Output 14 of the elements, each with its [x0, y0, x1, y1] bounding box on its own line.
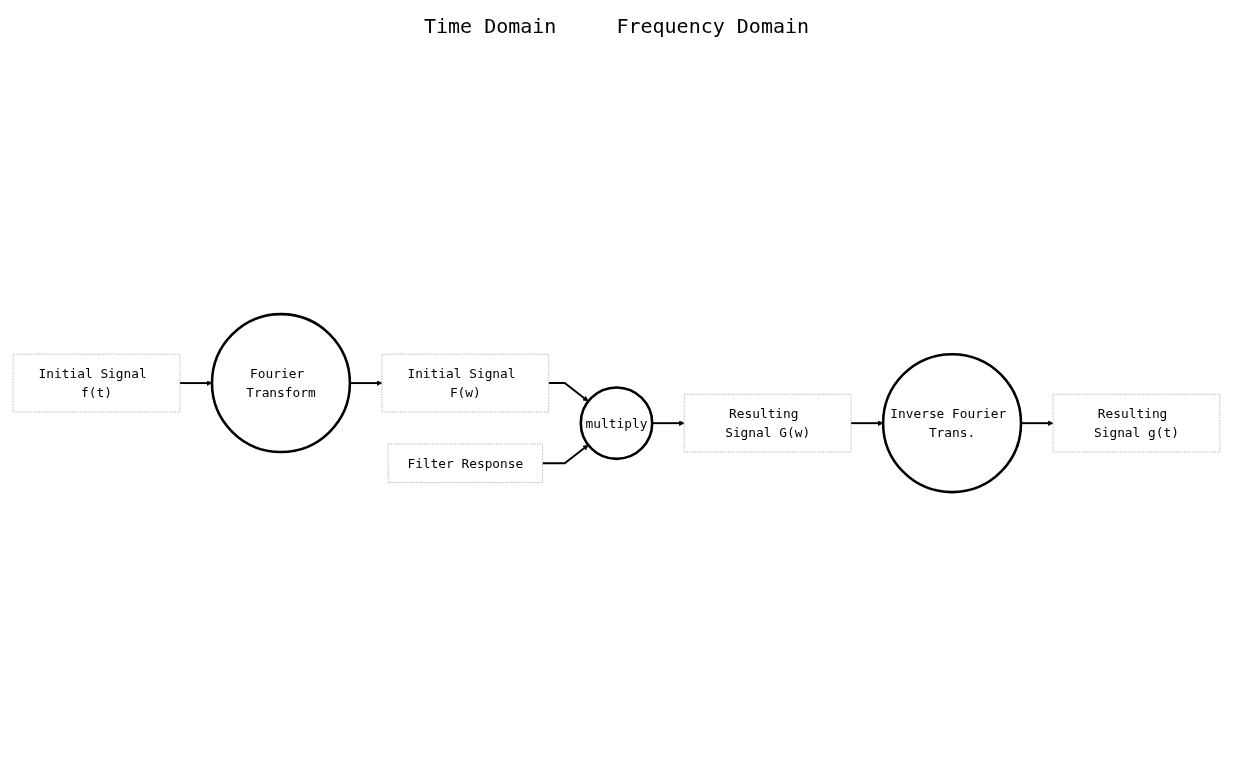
node-box: Resulting Signal g(t) — [1052, 393, 1221, 453]
node-box: Initial Signal f(t) — [12, 353, 181, 413]
arrow — [178, 380, 213, 386]
node-box: Initial Signal F(w) — [381, 353, 550, 413]
node-circle: Fourier Transform — [210, 312, 352, 454]
arrow — [541, 444, 589, 465]
node-circle: multiply — [579, 386, 654, 461]
arrow — [547, 382, 589, 402]
arrow — [850, 420, 884, 426]
node-box: Resulting Signal G(w) — [683, 393, 852, 453]
node-circle: Inverse Fourier Trans. — [881, 352, 1023, 494]
domain-label: Frequency Domain — [616, 14, 810, 38]
node-box: Filter Response — [387, 443, 543, 483]
domain-label: Time Domain — [423, 14, 557, 38]
